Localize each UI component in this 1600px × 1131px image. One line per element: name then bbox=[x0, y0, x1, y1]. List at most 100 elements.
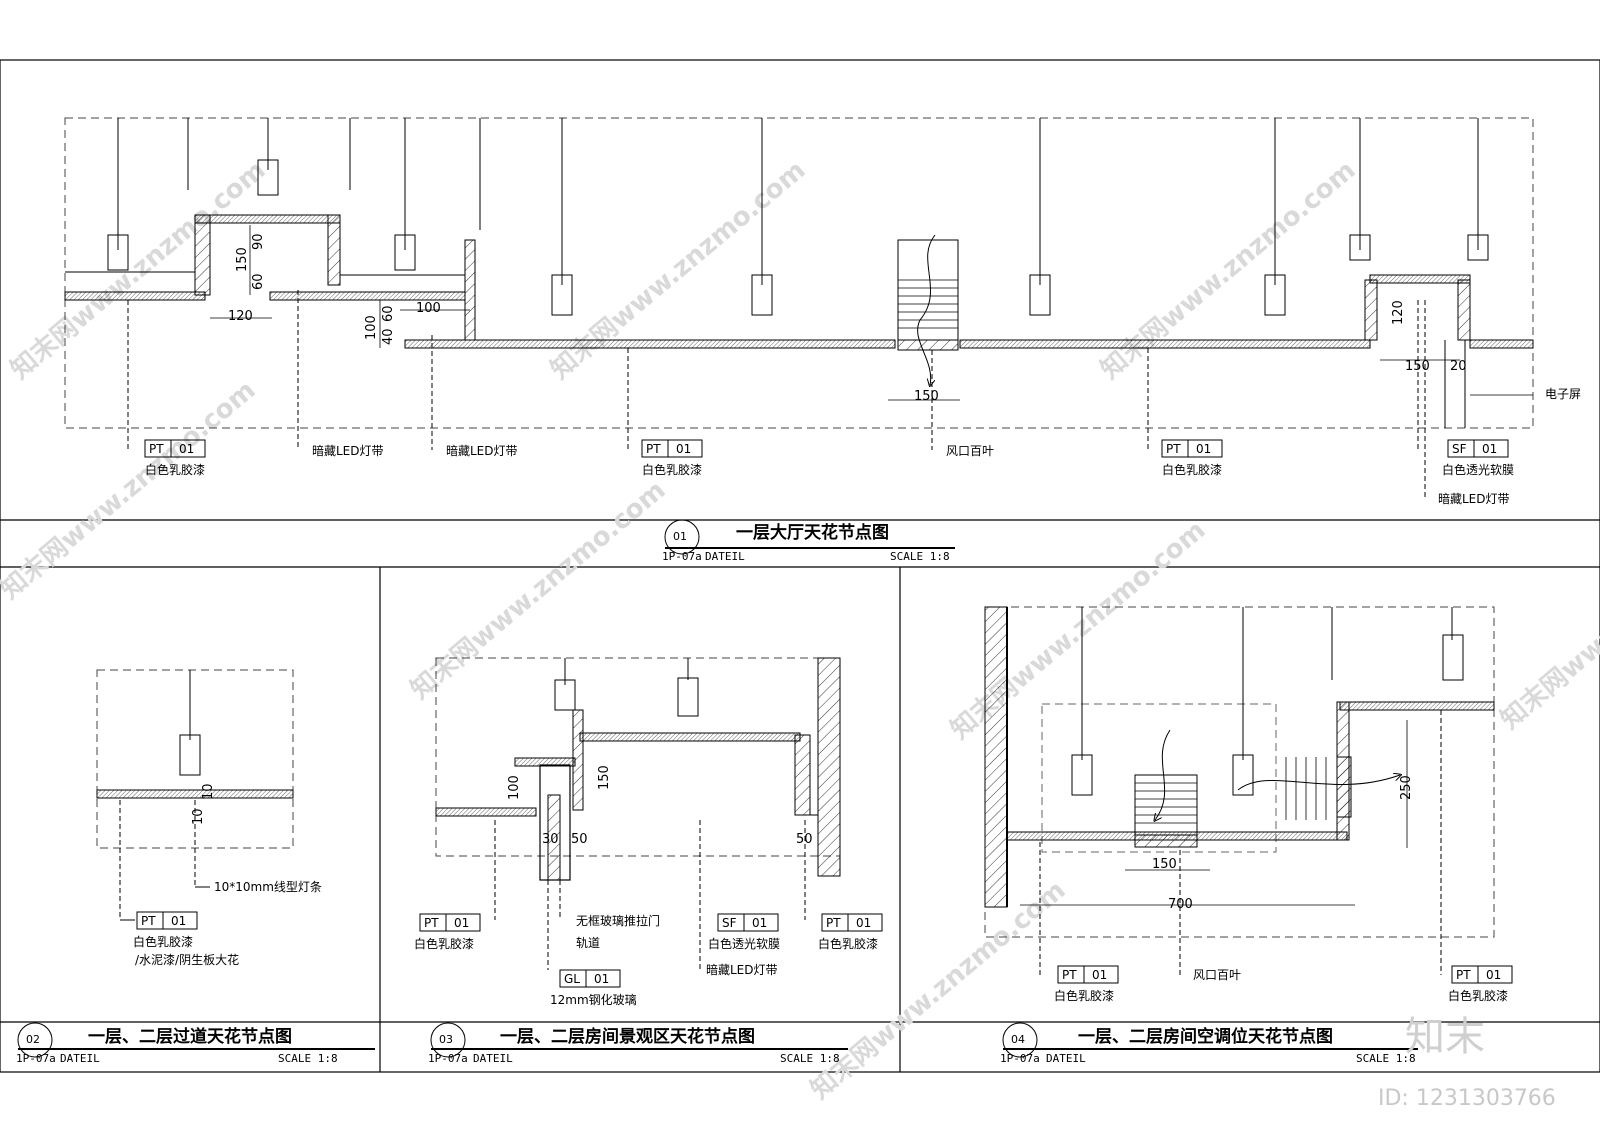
svg-text:GL: GL bbox=[564, 972, 580, 986]
svg-text:白色乳胶漆: 白色乳胶漆 bbox=[133, 934, 193, 949]
material-tag: SF 01 白色透光软膜 bbox=[1442, 439, 1514, 477]
note: 暗藏LED灯带 bbox=[446, 443, 518, 458]
svg-text:白色乳胶漆: 白色乳胶漆 bbox=[1162, 462, 1222, 477]
watermark: 知末网www.znzmo.com bbox=[1095, 155, 1361, 385]
svg-text:01: 01 bbox=[1196, 442, 1211, 456]
dim: 150 bbox=[914, 389, 939, 404]
title-block-04: 04 1P-07a DATEIL 一层、二层房间空调位天花节点图 SCALE 1… bbox=[1000, 1022, 1418, 1065]
drawing-01-labels: 150 90 60 120 100 40 60 100 150 120 150 … bbox=[144, 233, 1581, 563]
note: 风口百叶 bbox=[946, 444, 994, 458]
dim: 10 bbox=[201, 783, 216, 800]
svg-text:DATEIL: DATEIL bbox=[473, 1052, 513, 1065]
svg-text:SCALE 1:8: SCALE 1:8 bbox=[1356, 1052, 1416, 1065]
hanger-clamps bbox=[107, 159, 1489, 316]
dim: 150 bbox=[235, 247, 250, 272]
svg-text:白色乳胶漆: 白色乳胶漆 bbox=[818, 936, 878, 951]
svg-text:1P-07a: 1P-07a bbox=[16, 1052, 56, 1065]
dim: 150 bbox=[597, 765, 612, 790]
svg-text:白色透光软膜: 白色透光软膜 bbox=[1442, 462, 1514, 477]
leaders bbox=[127, 290, 1426, 498]
watermark: 知末网www.znzmo.com bbox=[0, 375, 261, 605]
dim: 150 bbox=[1405, 359, 1430, 374]
svg-text:01: 01 bbox=[856, 916, 871, 930]
svg-text:PT: PT bbox=[1062, 968, 1077, 982]
watermark: 知末网www.znzmo.com bbox=[805, 875, 1071, 1105]
svg-text:白色乳胶漆: 白色乳胶漆 bbox=[1054, 988, 1114, 1003]
note: 无框玻璃推拉门 bbox=[576, 913, 660, 928]
svg-text:1P-07a: 1P-07a bbox=[662, 550, 702, 563]
hanger-rods bbox=[117, 118, 1479, 285]
material-tag: PT 01 白色乳胶漆 bbox=[1054, 965, 1119, 1003]
svg-text:SF: SF bbox=[1452, 442, 1467, 456]
svg-text:PT: PT bbox=[646, 442, 661, 456]
svg-text:一层、二层房间景观区天花节点图: 一层、二层房间景观区天花节点图 bbox=[500, 1026, 755, 1047]
material-tag: PT 01 白色乳胶漆 bbox=[414, 913, 481, 951]
note: 风口百叶 bbox=[1193, 968, 1241, 982]
material-tag: GL 01 12mm钢化玻璃 bbox=[550, 969, 637, 1007]
svg-text:PT: PT bbox=[1166, 442, 1181, 456]
svg-text:01: 01 bbox=[454, 916, 469, 930]
dim: 30 bbox=[542, 832, 559, 847]
note: 暗藏LED灯带 bbox=[312, 443, 384, 458]
svg-text:一层、二层房间空调位天花节点图: 一层、二层房间空调位天花节点图 bbox=[1078, 1026, 1333, 1047]
svg-text:DATEIL: DATEIL bbox=[60, 1052, 100, 1065]
svg-text:白色透光软膜: 白色透光软膜 bbox=[708, 936, 780, 951]
watermark: 知末网www.znzmo.com bbox=[5, 155, 271, 385]
svg-text:/水泥漆/阴生板大花: /水泥漆/阴生板大花 bbox=[135, 952, 239, 967]
material-tag: PT 01 白色乳胶漆 bbox=[144, 439, 206, 477]
svg-text:01: 01 bbox=[1486, 968, 1501, 982]
material-tag: PT 01 白色乳胶漆 bbox=[818, 913, 883, 951]
brand-logo: 知末 bbox=[1405, 1014, 1485, 1060]
svg-text:03: 03 bbox=[439, 1033, 453, 1046]
svg-text:01: 01 bbox=[1092, 968, 1107, 982]
svg-text:一层、二层过道天花节点图: 一层、二层过道天花节点图 bbox=[88, 1026, 292, 1047]
svg-text:01: 01 bbox=[179, 442, 194, 456]
title-block-03: 03 1P-07a DATEIL 一层、二层房间景观区天花节点图 SCALE 1… bbox=[428, 1022, 848, 1065]
svg-text:01: 01 bbox=[752, 916, 767, 930]
note: 10*10mm线型灯条 bbox=[214, 880, 322, 894]
image-id: ID: 1231303766 bbox=[1378, 1086, 1556, 1111]
drawing-01 bbox=[64, 117, 1534, 498]
vent-louvers bbox=[898, 279, 958, 329]
dim: 20 bbox=[1450, 359, 1467, 374]
dim: 60 bbox=[251, 273, 266, 290]
svg-text:一层大厅天花节点图: 一层大厅天花节点图 bbox=[736, 522, 889, 543]
svg-text:02: 02 bbox=[26, 1033, 40, 1046]
svg-text:PT: PT bbox=[141, 914, 156, 928]
svg-text:1P-07a: 1P-07a bbox=[428, 1052, 468, 1065]
drawing-04 bbox=[984, 606, 1495, 975]
drawing-03 bbox=[435, 657, 841, 970]
watermark: 知末网www.znzmo.com bbox=[1495, 505, 1600, 735]
drawing-04-labels: 250 150 700 风口百叶 PT 01 白色乳胶漆 PT 01 白色乳胶漆… bbox=[1000, 775, 1513, 1065]
dim: 100 bbox=[364, 315, 379, 340]
material-tag: PT 01 白色乳胶漆 /水泥漆/阴生板大花 bbox=[133, 911, 239, 967]
note: 电子屏 bbox=[1545, 387, 1581, 401]
svg-text:DATEIL: DATEIL bbox=[1046, 1052, 1086, 1065]
drawing-02 bbox=[96, 669, 294, 921]
svg-text:PT: PT bbox=[826, 916, 841, 930]
dim: 10 bbox=[191, 808, 206, 825]
svg-text:DATEIL: DATEIL bbox=[705, 550, 745, 563]
material-tag: SF 01 白色透光软膜 bbox=[708, 913, 780, 951]
dim: 250 bbox=[1399, 775, 1414, 800]
svg-text:白色乳胶漆: 白色乳胶漆 bbox=[145, 462, 205, 477]
title-block-02: 02 1P-07a DATEIL 一层、二层过道天花节点图 SCALE 1:8 bbox=[16, 1022, 375, 1065]
watermark: 知末网www.znzmo.com bbox=[405, 475, 671, 705]
svg-text:PT: PT bbox=[1456, 968, 1471, 982]
dim: 100 bbox=[416, 301, 441, 316]
dim: 40 bbox=[381, 328, 396, 345]
watermark-layer: 知末网www.znzmo.com 知末网www.znzmo.com 知末网www… bbox=[0, 155, 1600, 1105]
svg-text:01: 01 bbox=[676, 442, 691, 456]
dim: 120 bbox=[228, 309, 253, 324]
svg-text:01: 01 bbox=[1482, 442, 1497, 456]
dim: 150 bbox=[1152, 857, 1177, 872]
dim: 120 bbox=[1391, 300, 1406, 325]
svg-text:01: 01 bbox=[673, 530, 687, 543]
branding: 知末 ID: 1231303766 bbox=[1378, 1014, 1556, 1111]
sheet-frame bbox=[0, 59, 1600, 1073]
dim: 700 bbox=[1168, 897, 1193, 912]
svg-text:12mm钢化玻璃: 12mm钢化玻璃 bbox=[550, 993, 637, 1007]
drawing-03-labels: 100 150 30 50 50 无框玻璃推拉门 轨道 暗藏LED灯带 PT 0… bbox=[414, 765, 883, 1065]
svg-text:SF: SF bbox=[722, 916, 737, 930]
title-block-01: 01 1P-07a DATEIL 一层大厅天花节点图 SCALE 1:8 bbox=[662, 519, 955, 563]
